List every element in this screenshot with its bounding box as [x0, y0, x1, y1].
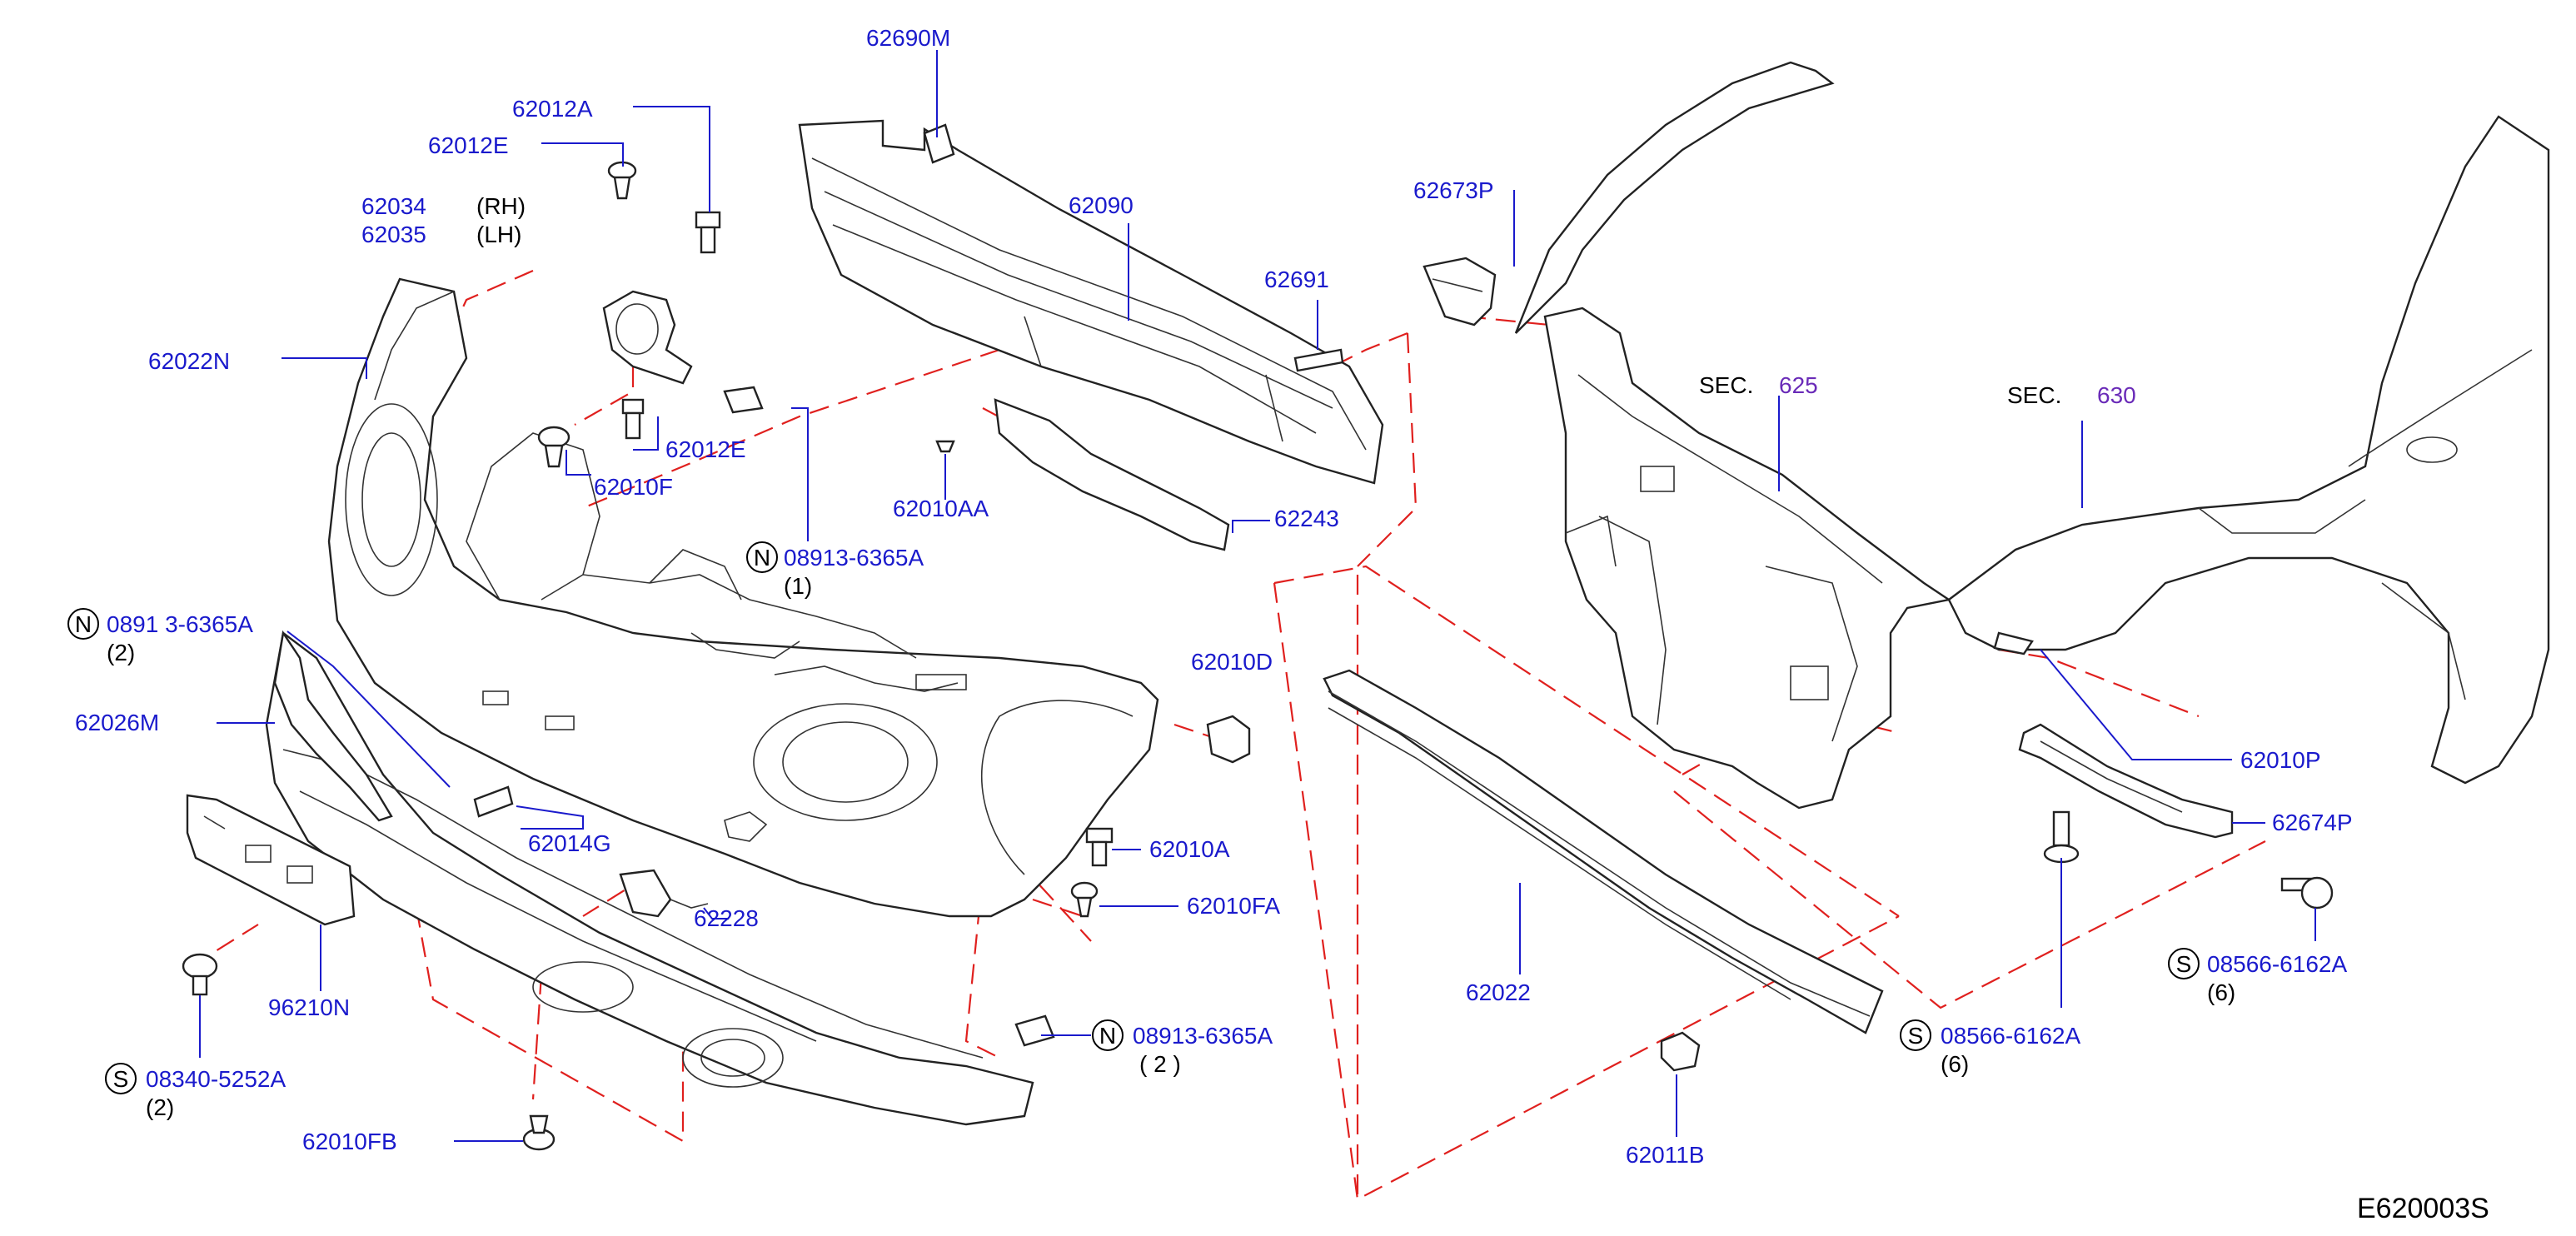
bolt-62012E-mid: [621, 398, 645, 440]
callout-62674P: 62674P: [2272, 810, 2353, 835]
clip-62010F: [537, 426, 571, 468]
callout-62035: 62035: [361, 222, 426, 247]
bolt-08566-right: [2280, 876, 2334, 910]
leader-lines: [199, 50, 2316, 1142]
callout-08913-left-qty: (2): [107, 640, 135, 665]
callout-62010P: 62010P: [2240, 747, 2321, 773]
callout-08913-bottom: 08913-6365A: [1133, 1023, 1273, 1049]
n-symbol-bottom: [1092, 1019, 1124, 1051]
callout-08566-mid: 08566-6162A: [1941, 1023, 2080, 1049]
callout-62228: 62228: [694, 905, 759, 931]
absorber-62243-part: [994, 398, 1230, 551]
clip-62014G: [473, 785, 514, 818]
s-symbol-left: [105, 1063, 137, 1094]
callout-08340-qty: (2): [146, 1094, 174, 1120]
callout-62010FB: 62010FB: [302, 1129, 397, 1154]
fog-lamp-bracket-part: [602, 290, 693, 385]
callout-62010D: 62010D: [1191, 649, 1273, 675]
callout-62012E-top: 62012E: [428, 132, 509, 158]
callout-08913-top: 08913-6365A: [784, 545, 924, 571]
clip-62012E-top: [607, 161, 637, 200]
clip-62010FA: [1070, 881, 1099, 918]
nut-08913-bottom: [1014, 1014, 1055, 1047]
radiator-core-support-part: [1543, 307, 1952, 810]
clip-62010FB: [522, 1114, 556, 1151]
s-symbol-right: [2168, 948, 2200, 979]
callout-62010AA: 62010AA: [893, 496, 989, 521]
callout-62034: 62034: [361, 193, 426, 219]
clip-62010P: [1993, 631, 2034, 655]
screw-62010AA: [935, 440, 955, 453]
bracket-62690M-part: [923, 123, 955, 164]
callout-62035-side: (LH): [476, 222, 521, 247]
callout-08913-left: 0891 3-6365A: [107, 611, 253, 637]
s-symbol-mid: [1900, 1019, 1931, 1051]
callout-08913-bottom-qty: ( 2 ): [1139, 1051, 1181, 1077]
bracket-62673P-part: [1423, 257, 1497, 326]
n-symbol-bottom-letter: N: [1099, 1023, 1116, 1049]
callout-62090: 62090: [1069, 192, 1134, 218]
section-625-prefix: SEC.: [1699, 372, 1753, 398]
callout-08566-right: 08566-6162A: [2207, 951, 2347, 977]
bracket-62674P-part: [2018, 723, 2234, 839]
s-symbol-mid-letter: S: [1908, 1023, 1924, 1049]
bolt-62010D: [1206, 715, 1251, 764]
callout-62673P: 62673P: [1413, 177, 1494, 203]
nut-62011B: [1660, 1031, 1701, 1072]
fender-part: [1514, 61, 2550, 785]
section-630-number: 630: [2097, 382, 2136, 408]
circle-symbols: N N S N S S: [67, 541, 2200, 1094]
callout-62010F: 62010F: [594, 474, 673, 500]
callout-62026M: 62026M: [75, 710, 159, 735]
bolt-62010A: [1085, 827, 1114, 867]
callout-62034-side: (RH): [476, 193, 526, 219]
harness-62228-part: [619, 869, 709, 918]
bolt-62012A: [695, 211, 721, 254]
callout-62022: 62022: [1466, 979, 1531, 1005]
callout-62243: 62243: [1274, 506, 1339, 531]
section-630-prefix: SEC.: [2007, 382, 2061, 408]
n-symbol-top-letter: N: [754, 545, 770, 571]
callout-62691: 62691: [1264, 267, 1329, 292]
clip-62691-part: [1293, 348, 1344, 372]
callout-labels: 62690M 62012A 62012E 62034 (RH) 62035 (L…: [75, 25, 2489, 1224]
s-symbol-left-letter: S: [113, 1066, 129, 1092]
callout-62010A: 62010A: [1149, 836, 1230, 862]
diagram-code: E620003S: [2357, 1193, 2489, 1224]
callout-96210N: 96210N: [268, 994, 350, 1020]
callout-62012A: 62012A: [512, 96, 593, 122]
callout-62010FA: 62010FA: [1187, 893, 1280, 919]
callout-08913-top-qty: (1): [784, 573, 812, 599]
callout-62011B: 62011B: [1626, 1142, 1704, 1168]
license-plate-bracket-part: [186, 794, 356, 926]
s-symbol-right-letter: S: [2176, 951, 2192, 977]
callout-08340: 08340-5252A: [146, 1066, 286, 1092]
callout-62690M: 62690M: [866, 25, 950, 51]
bracket-62026M-part: [273, 630, 393, 822]
reinforcement-beam-part: [798, 119, 1384, 485]
bolt-08566-mid: [2043, 810, 2080, 864]
bolt-08340: [182, 953, 218, 996]
callout-62012E-mid: 62012E: [665, 436, 746, 462]
n-symbol-left-letter: N: [75, 611, 92, 637]
lower-beam-62022-part: [1323, 669, 1884, 1034]
callout-08566-mid-qty: (6): [1941, 1051, 1969, 1077]
section-625-number: 625: [1779, 372, 1818, 398]
n-symbol-left: [67, 608, 99, 640]
n-symbol-top: [746, 541, 778, 573]
callout-62022N: 62022N: [148, 348, 230, 374]
callout-08566-right-qty: (6): [2207, 979, 2235, 1005]
callout-62014G: 62014G: [528, 830, 611, 856]
nut-08913-top: [723, 386, 764, 414]
